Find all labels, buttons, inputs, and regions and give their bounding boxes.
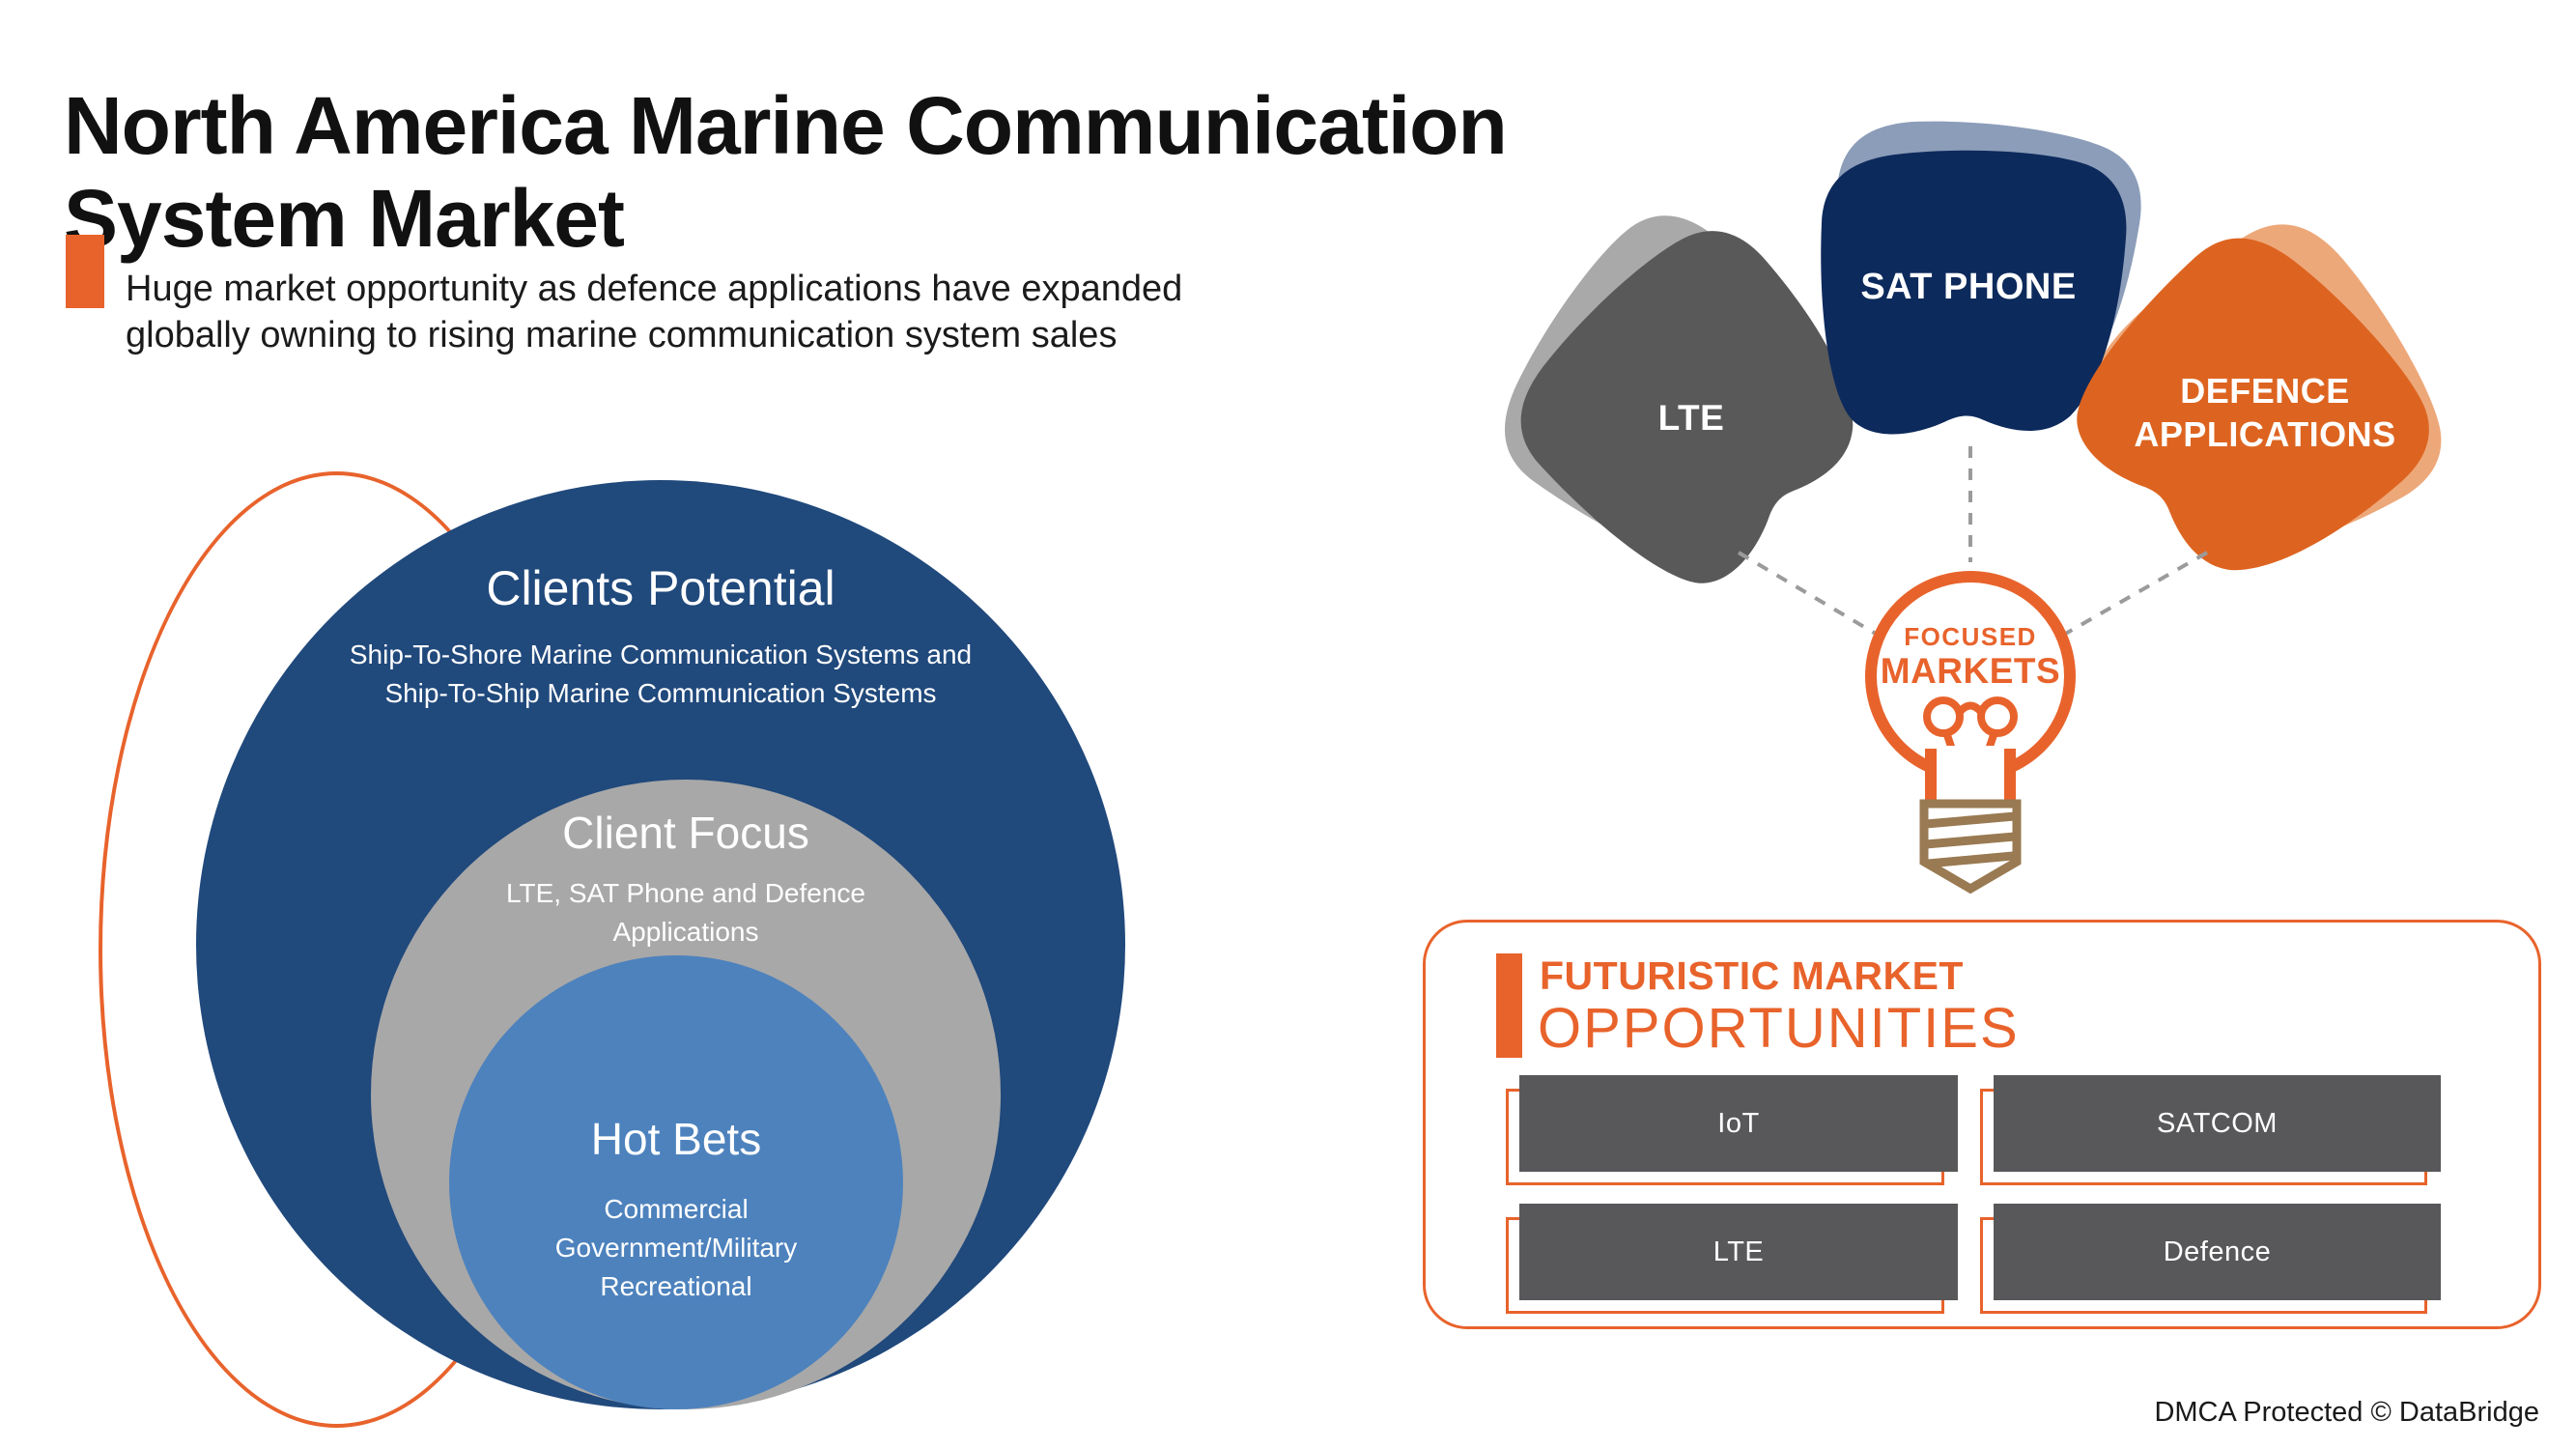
opportunity-box-defence: Defence bbox=[1980, 1204, 2441, 1314]
opportunity-label: LTE bbox=[1519, 1204, 1958, 1300]
hot-bets-label: Hot Bets bbox=[590, 1114, 762, 1164]
defence-dashed-connector bbox=[2054, 551, 2208, 641]
focused-markets-graphic bbox=[1473, 116, 2474, 895]
lte-dashed-connector bbox=[1737, 551, 1887, 641]
opportunity-box-iot: IoT bbox=[1506, 1075, 1958, 1185]
clients-potential-label: Clients Potential bbox=[486, 561, 835, 615]
markets-label: MARKETS bbox=[1880, 651, 2061, 691]
dmca-watermark: DMCA Protected © DataBridge bbox=[2154, 1397, 2539, 1428]
client-focus-label: Client Focus bbox=[562, 808, 809, 858]
ring-hot-bets bbox=[449, 955, 903, 1409]
opportunities-heading-line1: FUTURISTIC MARKET bbox=[1540, 953, 1964, 998]
opportunities-panel: FUTURISTIC MARKET OPPORTUNITIES IoT SATC… bbox=[1423, 920, 2541, 1329]
focused-label: FOCUSED bbox=[1904, 622, 2037, 651]
opportunity-label: Defence bbox=[1994, 1204, 2441, 1300]
sat-phone-petal-label: SAT PHONE bbox=[1860, 267, 2077, 307]
page-subtitle: Huge market opportunity as defence appli… bbox=[126, 269, 1183, 355]
opportunity-label: IoT bbox=[1519, 1075, 1958, 1172]
bulb-screw-base bbox=[1919, 799, 2022, 895]
clients-potential-description: Ship-To-Shore Marine Communication Syste… bbox=[349, 639, 973, 708]
hot-bets-description: Commercial Government/Military Recreatio… bbox=[554, 1194, 798, 1301]
client-focus-description: LTE, SAT Phone and Defence Applications bbox=[505, 878, 865, 947]
opportunities-heading-line2: OPPORTUNITIES bbox=[1538, 997, 2020, 1060]
opportunity-label: SATCOM bbox=[1994, 1075, 2441, 1172]
opportunity-box-lte: LTE bbox=[1506, 1204, 1958, 1314]
page-title: North America Marine Communication Syste… bbox=[64, 80, 1508, 265]
opportunities-heading-bar bbox=[1496, 953, 1522, 1058]
defence-petal-label: DEFENCE APPLICATIONS bbox=[2134, 371, 2396, 454]
lte-petal-label: LTE bbox=[1657, 398, 1725, 438]
opportunity-box-satcom: SATCOM bbox=[1980, 1075, 2441, 1185]
lightbulb-icon bbox=[1865, 571, 2076, 895]
subtitle-bullet-bar bbox=[66, 235, 104, 308]
